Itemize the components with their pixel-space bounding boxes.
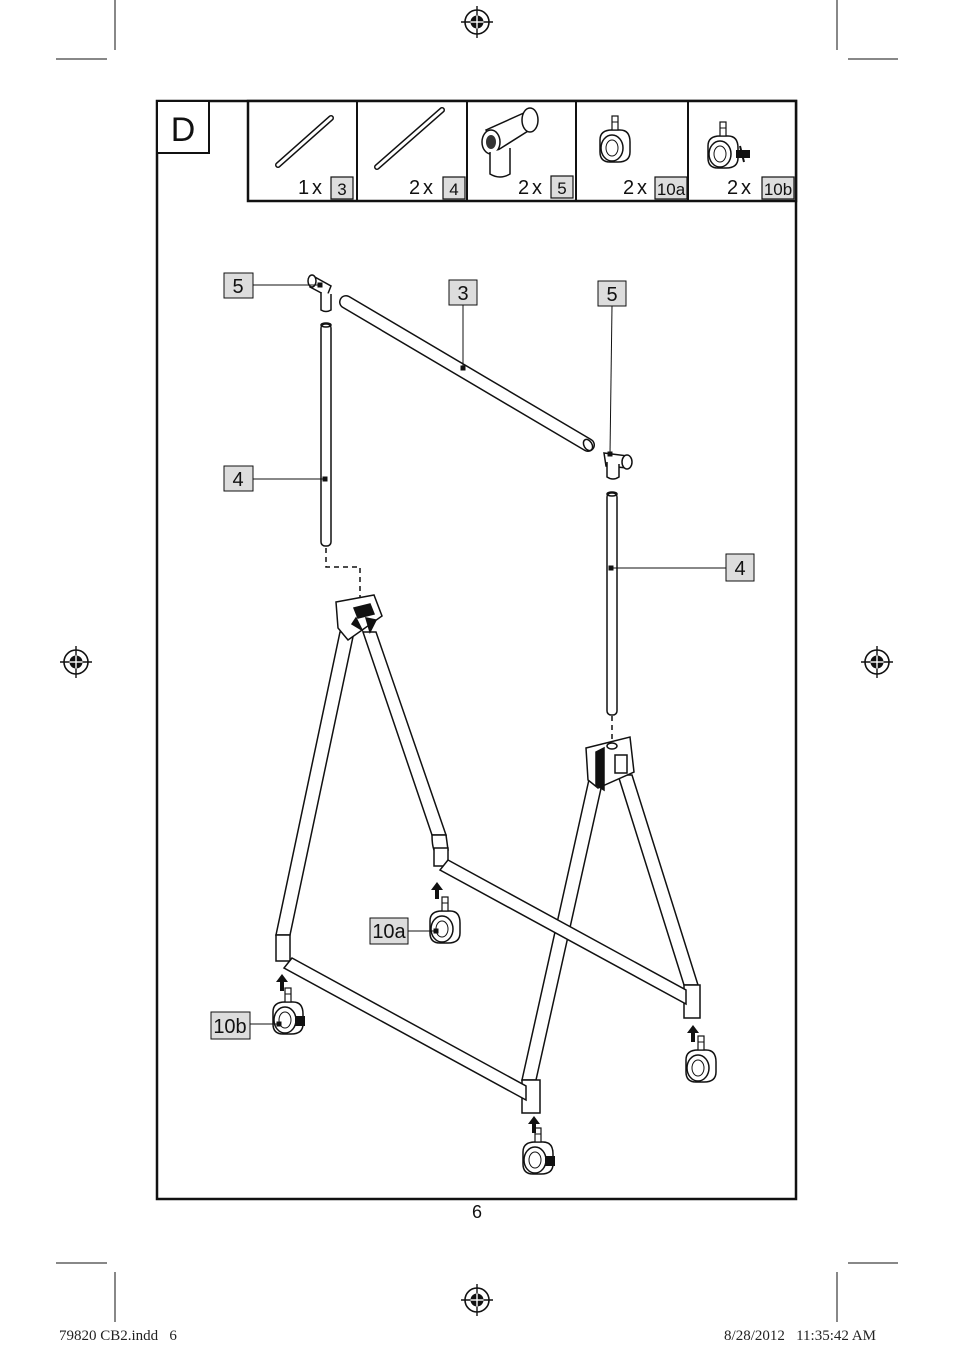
part-cell-4: 2 x 4 — [374, 107, 466, 200]
registration-mark-icon — [460, 1283, 494, 1317]
part-id: 10a — [657, 180, 686, 199]
callout-left-connector: 5 — [232, 276, 243, 298]
arrow-up-icon — [687, 1025, 699, 1042]
guide-line — [325, 548, 361, 598]
callout-right-pole: 4 — [734, 558, 745, 580]
callout-labels: 5 3 5 4 4 10a 10b — [213, 276, 745, 1038]
caster-icon — [685, 1035, 717, 1083]
caster-brake-icon — [522, 1127, 555, 1175]
footer-timestamp: 8/28/2012 11:35:42 AM — [724, 1328, 876, 1344]
a-frame-left — [275, 594, 449, 962]
page-number: 6 — [472, 1202, 482, 1222]
registration-mark-icon — [460, 5, 494, 39]
registration-mark-icon — [59, 645, 93, 679]
caster-icon — [429, 896, 461, 944]
step-frame — [155, 99, 798, 1201]
part-id: 4 — [449, 180, 458, 199]
part-times: x — [312, 177, 322, 199]
assembly-drawing — [272, 274, 717, 1175]
connector-icon — [481, 107, 539, 178]
part-qty: 2 — [409, 177, 420, 199]
callout-caster-a: 10a — [372, 921, 406, 943]
part-id: 10b — [764, 180, 792, 199]
base-bars — [282, 859, 687, 1102]
part-times: x — [741, 177, 751, 199]
part-qty: 2 — [727, 177, 738, 199]
top-bar — [339, 295, 595, 452]
arrow-up-icon — [431, 882, 443, 899]
part-cell-10b: 2 x 10b — [707, 121, 795, 200]
pole-right — [606, 491, 618, 716]
callout-left-pole: 4 — [232, 469, 243, 491]
footer-file: 79820 CB2.indd 6 — [59, 1328, 177, 1344]
callout-top-bar: 3 — [457, 283, 468, 305]
connector-right — [603, 452, 633, 480]
part-qty: 2 — [623, 177, 634, 199]
part-cell-10a: 2 x 10a — [599, 115, 688, 200]
step-badge: D — [156, 100, 210, 154]
parts-list: 1 x 3 2 x 4 2 x — [246, 99, 798, 203]
callouts — [210, 272, 755, 1040]
connector-left — [307, 274, 332, 313]
rod-icon — [275, 115, 334, 168]
part-times: x — [423, 177, 433, 199]
part-cell-3: 1 x 3 — [275, 115, 354, 200]
callout-caster-b: 10b — [213, 1016, 246, 1038]
part-times: x — [637, 177, 647, 199]
registration-mark-icon — [860, 645, 894, 679]
crop-marks — [56, 0, 898, 1322]
part-id: 5 — [557, 179, 566, 198]
callout-right-connector: 5 — [606, 284, 617, 306]
part-qty: 1 — [298, 177, 309, 199]
rod-icon — [374, 107, 445, 170]
part-id: 3 — [337, 180, 346, 199]
part-qty: 2 — [518, 177, 529, 199]
caster-brake-icon — [272, 987, 305, 1035]
pole-left — [320, 322, 332, 547]
part-cell-5: 2 x 5 — [481, 107, 574, 199]
part-times: x — [532, 177, 542, 199]
step-letter: D — [171, 111, 196, 149]
caster-brake-icon — [707, 121, 750, 169]
